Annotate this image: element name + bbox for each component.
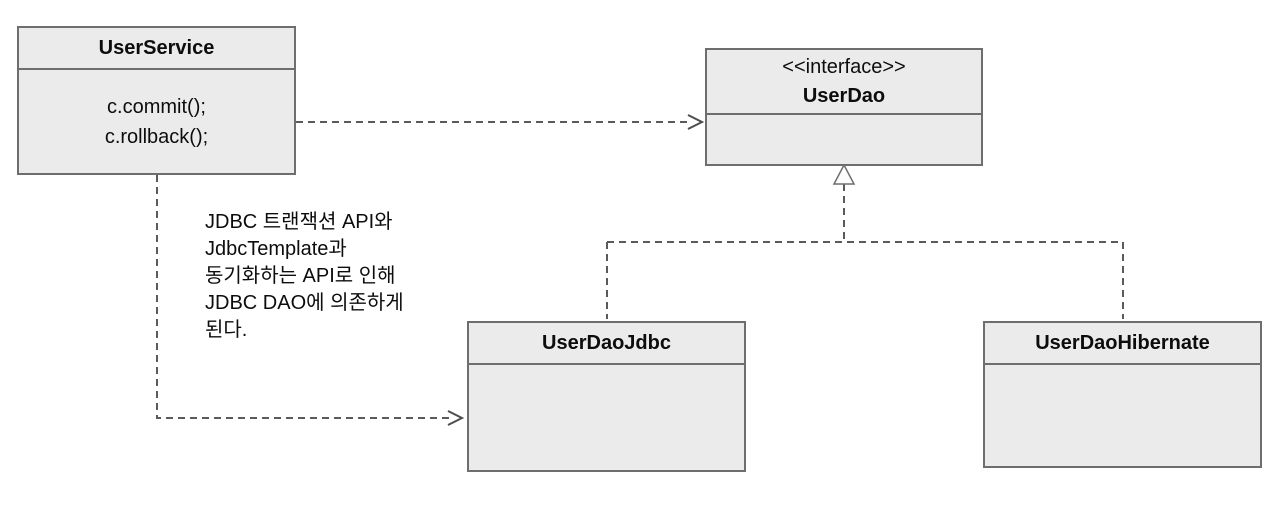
annotation-note: JDBC 트랜잭션 API와 JdbcTemplate과 동기화하는 API로 … [205,209,404,344]
class-header: UserDaoJdbc [469,323,744,365]
class-stereotype: <<interface>> [782,55,906,78]
class-body [469,365,744,470]
open-arrowhead-icon [447,410,465,426]
realization-connector [606,163,1124,319]
class-body [707,115,981,164]
class-box-userdao: <<interface>> UserDao [705,48,983,166]
class-body [985,365,1260,466]
class-header: <<interface>> UserDao [707,50,981,115]
dependency-arrow-userservice-to-userdao [296,114,705,130]
note-line: JDBC 트랜잭션 API와 [205,211,393,233]
note-line: JDBC DAO에 의존하게 [205,292,404,314]
class-title: UserDao [802,84,886,107]
class-body-line: c.commit(); [107,95,206,118]
note-line: JdbcTemplate과 [205,238,347,260]
class-title: UserService [98,37,215,59]
class-box-userservice: UserService c.commit(); c.rollback(); [17,26,296,175]
class-body-line: c.rollback(); [104,125,209,148]
class-box-userdaohibernate: UserDaoHibernate [983,321,1262,468]
realization-triangle-icon [832,163,856,185]
class-box-userdaojdbc: UserDaoJdbc [467,321,746,472]
dependency-arrow-userservice-to-userdaojdbc [156,175,465,426]
class-header: UserDaoHibernate [985,323,1260,365]
class-title: UserDaoJdbc [542,332,671,354]
class-title: UserDaoHibernate [1035,332,1210,354]
note-line: 동기화하는 API로 인해 [205,265,396,287]
note-line: 된다. [205,319,248,341]
class-body: c.commit(); c.rollback(); [19,70,294,173]
open-arrowhead-icon [687,114,705,130]
class-header: UserService [19,28,294,70]
